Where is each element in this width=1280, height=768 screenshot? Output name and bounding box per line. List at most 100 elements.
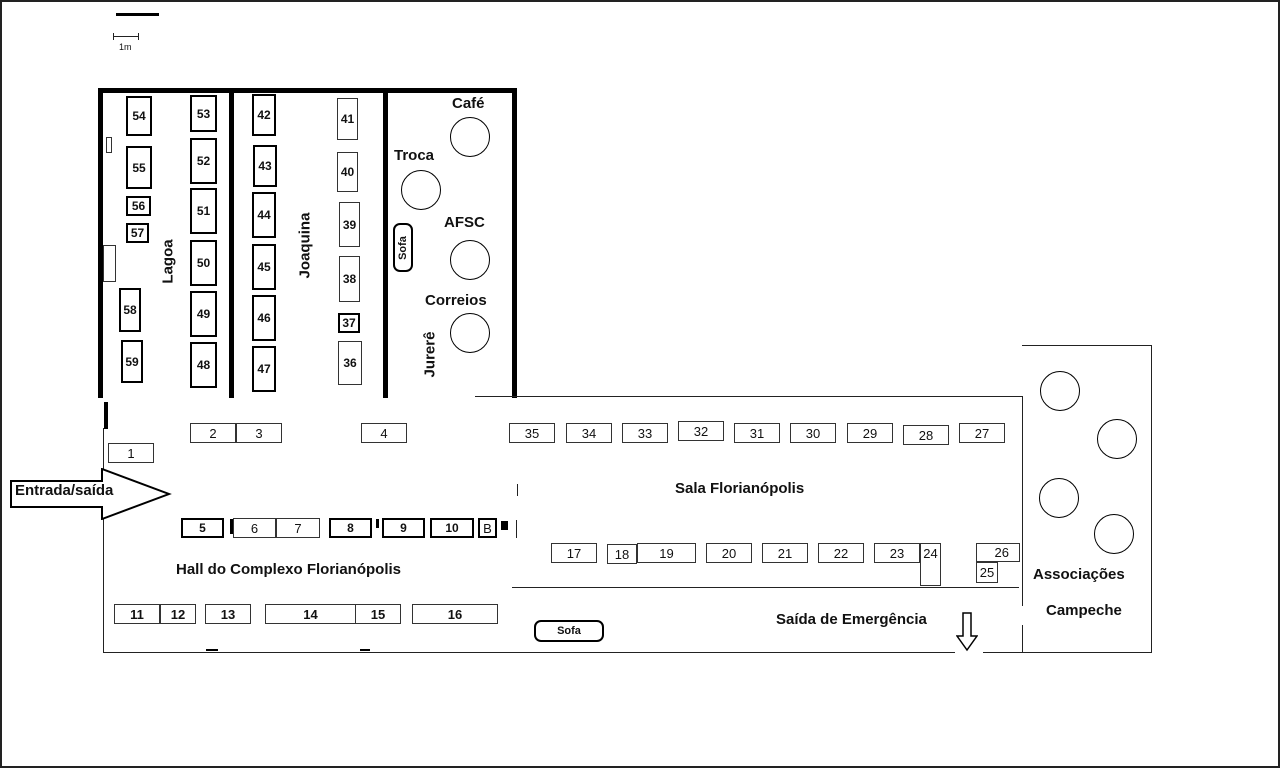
booth[interactable]: 44 bbox=[252, 192, 276, 238]
booth[interactable]: 27 bbox=[959, 423, 1005, 443]
booth[interactable]: 51 bbox=[190, 188, 217, 234]
frame-bottom bbox=[0, 766, 1280, 768]
frame-right bbox=[1278, 0, 1280, 768]
booth[interactable]: 15 bbox=[355, 604, 401, 624]
service-label-afsc: AFSC bbox=[444, 214, 485, 231]
booth[interactable]: 10 bbox=[430, 518, 474, 538]
booth[interactable]: 35 bbox=[509, 423, 555, 443]
booth[interactable]: 33 bbox=[622, 423, 668, 443]
booth[interactable]: 12 bbox=[160, 604, 196, 624]
booth[interactable]: 7 bbox=[276, 518, 320, 538]
booth[interactable]: 45 bbox=[252, 244, 276, 290]
booth[interactable]: 49 bbox=[190, 291, 217, 337]
booth[interactable]: 31 bbox=[734, 423, 780, 443]
booth[interactable]: 54 bbox=[126, 96, 152, 136]
booth[interactable]: 37 bbox=[338, 313, 360, 333]
table-troca bbox=[401, 170, 441, 210]
booth[interactable]: 57 bbox=[126, 223, 149, 243]
booth[interactable]: 21 bbox=[762, 543, 808, 563]
booth[interactable]: 2 bbox=[190, 423, 236, 443]
booth[interactable]: 47 bbox=[252, 346, 276, 392]
service-label-cafe: Café bbox=[452, 95, 485, 112]
booth[interactable]: 55 bbox=[126, 146, 152, 189]
area-label-lagoa: Lagoa bbox=[159, 239, 177, 284]
booth[interactable]: 4 bbox=[361, 423, 407, 443]
booth[interactable]: 34 bbox=[566, 423, 612, 443]
booth[interactable]: 5 bbox=[181, 518, 224, 538]
booth[interactable]: 40 bbox=[337, 152, 358, 192]
booth[interactable]: 1 bbox=[108, 443, 154, 463]
booth[interactable]: 52 bbox=[190, 138, 217, 184]
booth[interactable]: 18 bbox=[607, 544, 637, 564]
booth[interactable]: 13 bbox=[205, 604, 251, 624]
booth[interactable]: 50 bbox=[190, 240, 217, 286]
assoc-wall-top bbox=[1022, 345, 1152, 346]
booth[interactable]: 23 bbox=[874, 543, 920, 563]
booth[interactable]: 3 bbox=[236, 423, 282, 443]
sala-wall-right bbox=[1022, 396, 1023, 606]
booth[interactable]: 53 bbox=[190, 95, 217, 132]
booth[interactable]: 22 bbox=[818, 543, 864, 563]
hall-wall-left bbox=[103, 428, 104, 652]
sofa: Sofa bbox=[393, 223, 413, 272]
service-label-correios: Correios bbox=[425, 292, 487, 309]
sala-wall-top bbox=[475, 396, 1023, 397]
emergency-exit-arrow bbox=[956, 612, 978, 652]
scale-label: 1m bbox=[119, 42, 132, 52]
wall-detail bbox=[103, 245, 116, 282]
frame-left bbox=[0, 0, 2, 768]
assoc-wall-right bbox=[1151, 345, 1152, 653]
booth[interactable]: 38 bbox=[339, 256, 360, 302]
booth[interactable]: 30 bbox=[790, 423, 836, 443]
hall-wall-bottom bbox=[103, 652, 955, 653]
lagoa-wall-left bbox=[98, 88, 103, 398]
table-associacoes bbox=[1040, 371, 1080, 411]
scale-tick bbox=[113, 36, 139, 37]
booth[interactable]: 26 bbox=[976, 543, 1020, 562]
booth-b[interactable]: B bbox=[478, 518, 497, 538]
lagoa-joaquina-wall bbox=[229, 88, 234, 398]
entrance-arrow bbox=[10, 468, 172, 520]
jurere-wall-right bbox=[512, 88, 517, 398]
booth[interactable]: 11 bbox=[114, 604, 160, 624]
booth[interactable]: 46 bbox=[252, 295, 276, 341]
booth[interactable]: 42 bbox=[252, 94, 276, 136]
booth[interactable]: 43 bbox=[253, 145, 277, 187]
wall-detail bbox=[106, 137, 112, 153]
sala-divider bbox=[512, 587, 1019, 588]
booth[interactable]: 8 bbox=[329, 518, 372, 538]
booth[interactable]: 25 bbox=[976, 562, 998, 583]
booth[interactable]: 24 bbox=[920, 543, 941, 586]
booth[interactable]: 39 bbox=[339, 202, 360, 247]
booth[interactable]: 29 bbox=[847, 423, 893, 443]
table-associacoes bbox=[1039, 478, 1079, 518]
booth[interactable]: 56 bbox=[126, 196, 151, 216]
frame-top bbox=[0, 0, 1280, 2]
area-label-associacoes: Associações bbox=[1033, 566, 1125, 583]
booth[interactable]: 19 bbox=[637, 543, 696, 563]
booth[interactable]: 17 bbox=[551, 543, 597, 563]
booth[interactable]: 36 bbox=[338, 341, 362, 385]
booth[interactable]: 59 bbox=[121, 340, 143, 383]
booth[interactable]: 28 bbox=[903, 425, 949, 445]
area-label-hall: Hall do Complexo Florianópolis bbox=[176, 561, 402, 578]
booth[interactable]: 20 bbox=[706, 543, 752, 563]
booth[interactable]: 6 bbox=[233, 518, 276, 538]
assoc-wall-bottom bbox=[1022, 652, 1152, 653]
booth[interactable]: 9 bbox=[382, 518, 425, 538]
booth[interactable]: 14 bbox=[265, 604, 356, 624]
booth[interactable]: 41 bbox=[337, 98, 358, 140]
booth[interactable]: 58 bbox=[119, 288, 141, 332]
booth[interactable]: 32 bbox=[678, 421, 724, 441]
table-associacoes bbox=[1097, 419, 1137, 459]
table-afsc bbox=[450, 240, 490, 280]
booth[interactable]: 48 bbox=[190, 342, 217, 388]
table-associacoes bbox=[1094, 514, 1134, 554]
scale-bar bbox=[116, 13, 159, 16]
area-label-joaquina: Joaquina bbox=[296, 212, 314, 279]
entrance-label: Entrada/saída bbox=[15, 482, 114, 499]
booth[interactable]: 16 bbox=[412, 604, 498, 624]
entry-post bbox=[104, 402, 108, 429]
area-label-campeche: Campeche bbox=[1046, 602, 1122, 619]
